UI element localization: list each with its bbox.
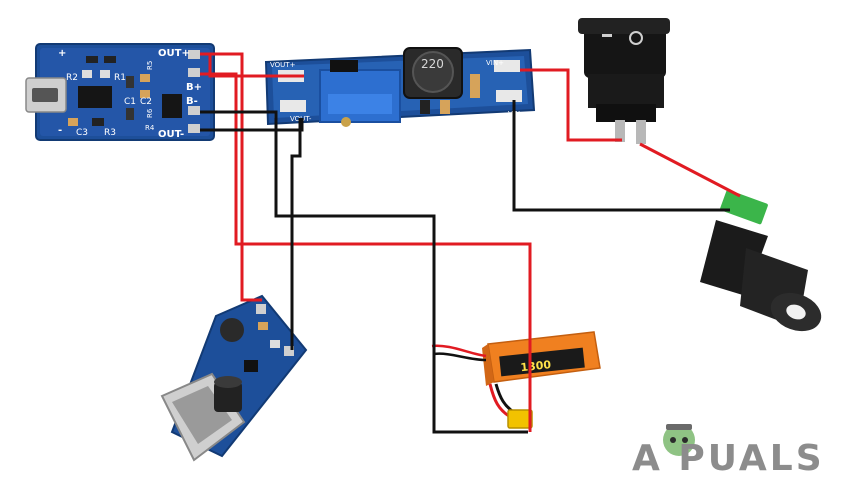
- label-b-plus: B+: [186, 82, 202, 93]
- wire-out-plus-to-usb: [200, 52, 262, 302]
- appuals-logo: A PUALS: [632, 424, 825, 479]
- wire-vin-plus-to-switch: [520, 68, 622, 142]
- mascot-head-icon: [663, 424, 695, 456]
- boost-module: VOUT+ VOUT- VIN+ VIN- 220: [264, 47, 536, 127]
- label-r3: R3: [104, 128, 116, 138]
- label-c2: C2: [140, 97, 152, 107]
- usb-boost-module: [160, 294, 308, 462]
- wires: [200, 52, 741, 434]
- boost-ic: [330, 60, 358, 72]
- label-r6: R6: [146, 108, 154, 118]
- label-r5: R5: [146, 61, 154, 70]
- label-r1: R1: [114, 73, 126, 83]
- rocker-switch: [578, 18, 670, 144]
- protection-ic: [162, 94, 182, 118]
- xt60-connector: [507, 409, 533, 429]
- charger-module: + - R2 R1 R3 C1 C2 C3 R5 R6 R4 OUT+ B+ B…: [25, 43, 215, 141]
- wire-switch-to-jack: [639, 142, 741, 198]
- wire-vin-minus-to-jack: [512, 100, 730, 212]
- label-out-minus: OUT-: [158, 129, 184, 140]
- label-c1: C1: [124, 97, 136, 107]
- battery-label: 1300: [520, 358, 552, 374]
- dc-jack: [700, 189, 822, 332]
- wire-out-minus-to-usb: [200, 118, 304, 132]
- charger-ic: [78, 86, 112, 108]
- label-minus: -: [58, 125, 62, 136]
- label-vin-plus: VIN+: [486, 59, 504, 67]
- logo-text: A PUALS: [632, 438, 825, 479]
- wire-b-plus-to-battery: [200, 72, 532, 432]
- inductor-label: 220: [421, 57, 444, 71]
- screw-terminal: [720, 189, 768, 225]
- label-vin-minus: VIN-: [508, 110, 523, 118]
- label-b-minus: B-: [186, 96, 198, 107]
- wire-vout-minus-to-usb: [290, 118, 302, 350]
- label-out-plus: OUT+: [158, 48, 190, 59]
- label-vout-plus: VOUT+: [270, 61, 296, 69]
- wire-out-plus-to-boost: [208, 54, 304, 78]
- lipo-battery: 1300: [431, 331, 601, 429]
- label-r2: R2: [66, 73, 78, 83]
- label-c3: C3: [76, 128, 88, 138]
- label-r4: R4: [145, 124, 155, 132]
- wire-b-minus-to-battery: [200, 110, 528, 434]
- label-plus: +: [58, 48, 66, 59]
